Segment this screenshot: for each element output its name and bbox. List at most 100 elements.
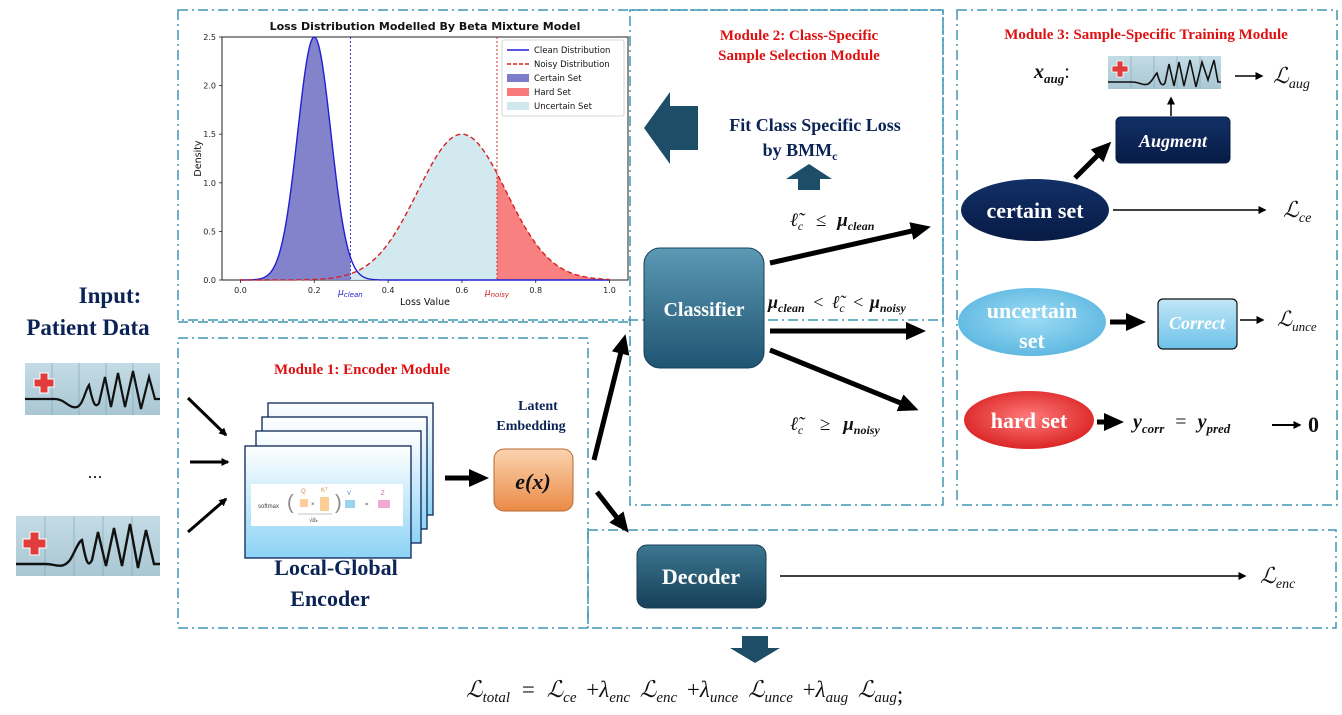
cond-uncertain: μclean < ℓ̃c < μnoisy — [767, 292, 907, 316]
classifier-label: Classifier — [663, 299, 744, 321]
legend-swatch — [507, 88, 529, 96]
curve-clean-distribution — [240, 36, 610, 281]
arrow-embedding-decoder — [595, 490, 629, 533]
decoder-box — [636, 544, 767, 609]
augment-box — [1115, 116, 1231, 164]
legend-swatch — [507, 74, 529, 82]
y-tick-label: 0.5 — [203, 227, 216, 236]
uncertain-set-label: uncertain — [987, 298, 1077, 323]
svg-text:√dₖ: √dₖ — [309, 517, 319, 524]
classifier-box — [643, 247, 765, 369]
svg-text:(: ( — [287, 492, 294, 514]
chart-ylabel: Density — [193, 140, 204, 176]
svg-text:V: V — [347, 491, 351, 497]
correct-box — [1157, 298, 1238, 350]
svg-text:Z: Z — [381, 491, 385, 497]
legend-entry: Noisy Distribution — [534, 60, 610, 70]
threshold-label-noisy: μnoisy — [484, 288, 510, 299]
x-tick-label: 1.0 — [603, 286, 616, 295]
uncertain-set-label-2: set — [1019, 328, 1045, 353]
y-tick-label: 0.0 — [203, 276, 216, 285]
y-tick-label: 2.5 — [203, 33, 216, 42]
y-tick-label: 1.0 — [203, 179, 216, 188]
curve-noisy-distribution — [240, 133, 610, 281]
encoder-label-2: Encoder — [290, 586, 370, 611]
legend-entry: Uncertain Set — [534, 102, 593, 112]
x-tick-label: 0.6 — [456, 286, 469, 295]
y-corr-eq: ycorr = ypred — [1131, 411, 1231, 438]
module-2-box — [629, 9, 944, 506]
ecg-image-2 — [16, 516, 160, 576]
input-title: Input: — [79, 283, 142, 308]
svg-text:Q: Q — [301, 489, 306, 495]
input-subtitle: Patient Data — [26, 315, 150, 340]
fit-label: Fit Class Specific Loss — [729, 115, 901, 135]
augment-label: Augment — [1138, 131, 1208, 151]
decoder-module-box — [587, 529, 1337, 629]
loss-unce: ℒunce — [1277, 307, 1317, 334]
legend-entry: Clean Distribution — [534, 46, 610, 56]
arrow-to-certain — [769, 222, 931, 266]
threshold-label-clean: μclean — [337, 288, 363, 299]
latent-label: Latent — [518, 399, 558, 414]
arrow-input-1 — [186, 396, 228, 437]
module-1-box — [177, 337, 589, 629]
ecg-image-1 — [25, 363, 160, 415]
loss-ce: ℒce — [1283, 197, 1311, 226]
fill-certain-set — [240, 37, 351, 280]
module-2-title-2: Sample Selection Module — [718, 48, 880, 64]
x-tick-label: 0.2 — [308, 286, 321, 295]
uncertain-set-node — [958, 288, 1106, 356]
embedding-box — [493, 448, 574, 512]
left-block-arrow — [644, 92, 698, 164]
loss-enc: ℒenc — [1260, 563, 1296, 592]
encoder-label: Local-Global — [274, 555, 397, 580]
svg-text:Kᵀ: Kᵀ — [321, 487, 328, 494]
loss-distribution-chart: μclean μnoisy 0.0 0.2 0.4 0.6 0.8 1.0 0.0 0.5 1.0 1… — [193, 20, 629, 308]
certain-set-label: certain set — [986, 198, 1084, 223]
hard-set-label: hard set — [991, 408, 1068, 433]
embedding-label: e(x) — [515, 469, 550, 494]
cond-certain: ℓ̃c ≤ μclean — [790, 210, 875, 235]
fit-label-2: by BMMc — [763, 140, 839, 163]
encoder-stack: softmax ( Q × Kᵀ √dₖ ) V = Z — [244, 402, 434, 559]
legend-entry: Certain Set — [534, 74, 582, 84]
latent-label-2: Embedding — [496, 419, 565, 434]
decoder-label: Decoder — [662, 564, 740, 589]
fill-hard-set — [496, 173, 610, 280]
augmented-ecg-image — [1108, 56, 1221, 89]
arrow-certain-augment — [1073, 141, 1112, 180]
x-tick-label: 0.8 — [529, 286, 542, 295]
zero-label: 0 — [1308, 412, 1319, 437]
svg-text:): ) — [335, 492, 342, 514]
y-tick-label: 2.0 — [203, 82, 216, 91]
arrow-embedding-classifier — [591, 334, 630, 461]
up-block-arrow — [786, 164, 832, 190]
input-ellipsis: ... — [87, 462, 102, 482]
loss-aug: ℒaug — [1273, 63, 1310, 92]
correct-label: Correct — [1169, 313, 1226, 333]
arrow-to-hard — [769, 347, 919, 412]
total-loss-equation: ℒtotal = ℒce +λenc ℒenc +λunce ℒunce +λa… — [466, 677, 903, 707]
module-3-title: Module 3: Sample-Specific Training Modul… — [1004, 27, 1288, 43]
chart-title: Loss Distribution Modelled By Beta Mixtu… — [270, 20, 581, 33]
x-tick-label: 0.0 — [234, 286, 247, 295]
chart-legend — [501, 39, 625, 117]
legend-swatch — [507, 102, 529, 110]
legend-entry: Hard Set — [534, 88, 572, 98]
y-tick-label: 1.5 — [203, 130, 216, 139]
chart-xlabel: Loss Value — [400, 297, 450, 308]
module-1-title: Module 1: Encoder Module — [274, 362, 450, 378]
fill-uncertain-set — [350, 134, 497, 280]
hard-set-node — [964, 391, 1094, 449]
down-block-arrow — [730, 636, 780, 663]
certain-set-node — [961, 179, 1109, 241]
arrow-input-3 — [187, 497, 228, 534]
svg-text:×: × — [311, 502, 315, 508]
cond-hard: ℓ̃c ≥ μnoisy — [790, 414, 880, 439]
svg-text:=: = — [365, 502, 369, 508]
x-aug-label: xaug: — [1033, 61, 1070, 86]
x-tick-label: 0.4 — [382, 286, 395, 295]
module-3-box — [956, 9, 1338, 506]
